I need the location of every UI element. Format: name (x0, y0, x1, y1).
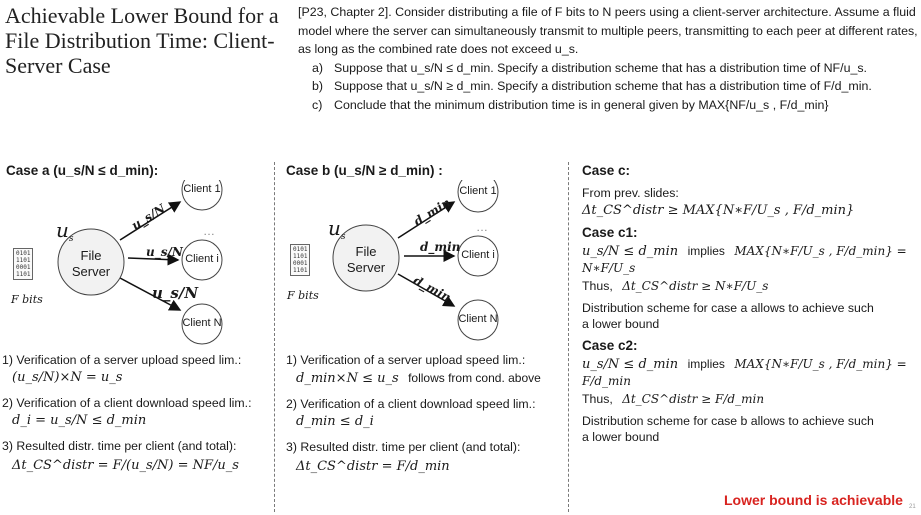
step-formula-row: d_min×N ≤ u_s follows from cond. above (296, 370, 566, 387)
problem-statement: [P23, Chapter 2]. Consider distributing … (298, 3, 918, 114)
case-a-diagram (57, 180, 223, 345)
client-label: Client i (461, 249, 495, 261)
file-bits: 0101 1101 0001 1101 (13, 248, 34, 280)
step-formula: Δt_CS^distr = F/d_min (296, 459, 450, 474)
c2-condition-row: u_s/N ≤ d_min implies MAX{N∗F/U_s , F/d_… (582, 356, 918, 389)
step-note: follows from cond. above (408, 371, 541, 385)
step-formula: (u_s/N)×N = u_s (12, 370, 123, 385)
problem-intro: [P23, Chapter 2]. Consider distributing … (298, 5, 918, 56)
link-arrow (397, 273, 456, 307)
step-text: 3) Resulted distr. time per client (and … (2, 439, 237, 453)
bits-row: 0001 (293, 260, 308, 267)
bits-row: 1101 (293, 267, 308, 274)
case-c1-header: Case c1: (582, 225, 638, 240)
ellipsis: … (203, 224, 215, 238)
c2-thus-formula: Δt_CS^distr ≥ F/d_min (622, 392, 765, 406)
problem-item-text: Conclude that the minimum distribution t… (334, 97, 829, 112)
c2-conclusion: Distribution scheme for case b allows to… (582, 414, 874, 444)
case-b-diagram (332, 180, 499, 341)
bits-row: 0101 (16, 250, 31, 257)
c1-thus-row: Thus, Δt_CS^distr ≥ N∗F/U_s (582, 278, 918, 294)
lower-bound-formula: Δt_CS^distr ≥ MAX{N∗F/U_s , F/d_min} (582, 203, 855, 218)
bits-row: 1101 (293, 253, 308, 260)
step-text: 2) Verification of a client download spe… (2, 396, 252, 410)
c2-max-formula: MAX{N∗F/U_s , F/d_min} = F/d_min (582, 357, 907, 388)
client-label: Client 1 (183, 183, 221, 195)
client-node (457, 235, 499, 277)
slide-title: Achievable Lower Bound for a File Distri… (5, 3, 279, 78)
client-node (457, 180, 499, 213)
bits-row: 0001 (16, 264, 31, 271)
c1-condition-row: u_s/N ≤ d_min implies MAX{N∗F/U_s , F/d_… (582, 243, 918, 276)
link-label: d_min (420, 240, 461, 254)
server-rate-label: us (328, 216, 346, 242)
implies-text: implies (687, 357, 725, 371)
server-label: File Server (71, 248, 111, 279)
client-label: Client i (185, 253, 219, 265)
link-label: u_s/N (152, 284, 199, 302)
from-prev-text: From prev. slides: (582, 186, 679, 200)
case-c-header: Case c: (582, 163, 631, 178)
bits-row: 1101 (16, 257, 31, 264)
client-label: Client N (458, 313, 498, 325)
server-label: File Server (346, 244, 386, 275)
column-divider-2 (568, 162, 569, 512)
implies-text: implies (687, 244, 725, 258)
c1-max-formula: MAX{N∗F/U_s , F/d_min} = N∗F/U_s (582, 244, 907, 275)
column-divider-1 (274, 162, 275, 512)
file-server-node (332, 224, 400, 292)
client-node (181, 303, 223, 345)
problem-item-b: b) Suppose that u_s/N ≥ d_min. Specify a… (312, 77, 918, 96)
step-text: 3) Resulted distr. time per client (and … (286, 440, 521, 454)
step-text: 1) Verification of a server upload speed… (286, 353, 526, 367)
thus-text: Thus, (582, 279, 613, 293)
case-c-panel: Case c: From prev. slides: Δt_CS^distr ≥… (582, 163, 918, 445)
c1-conclusion: Distribution scheme for case a allows to… (582, 301, 874, 331)
server-rate-label: us (56, 218, 74, 244)
problem-item-a: a) Suppose that u_s/N ≤ d_min. Specify a… (312, 59, 918, 78)
achievable-callout: Lower bound is achievable (724, 492, 903, 508)
bits-row: 0101 (293, 246, 308, 253)
c2-condition: u_s/N ≤ d_min (582, 357, 679, 372)
file-bits-label: F bits (11, 293, 43, 306)
c1-thus-formula: Δt_CS^distr ≥ N∗F/U_s (622, 279, 769, 293)
case-b-header: Case b (u_s/N ≥ d_min) : (286, 163, 443, 178)
case-c2-header: Case c2: (582, 338, 638, 353)
problem-item-c: c) Conclude that the minimum distributio… (312, 96, 918, 115)
page-number: 21 (909, 504, 916, 510)
link-arrow (127, 253, 180, 266)
problem-item-label: c) (312, 97, 323, 112)
thus-text: Thus, (582, 392, 613, 406)
step-formula: Δt_CS^distr = F/(u_s/N) = NF/u_s (12, 458, 239, 473)
client-node (181, 180, 223, 211)
problem-item-text: Suppose that u_s/N ≥ d_min. Specify a di… (334, 79, 872, 93)
c1-condition: u_s/N ≤ d_min (582, 244, 679, 259)
link-arrow (119, 201, 182, 241)
problem-item-label: a) (312, 60, 324, 75)
link-arrow (397, 201, 456, 239)
problem-item-text: Suppose that u_s/N ≤ d_min. Specify a di… (334, 60, 867, 75)
client-node (181, 239, 223, 281)
link-label: u_s/N (146, 245, 183, 259)
c2-thus-row: Thus, Δt_CS^distr ≥ F/d_min (582, 391, 918, 407)
client-label: Client 1 (459, 185, 497, 197)
bits-row: 1101 (16, 271, 31, 278)
file-bits-label: F bits (287, 289, 319, 302)
client-label: Client N (182, 317, 222, 329)
file-server-node (57, 228, 125, 296)
step-formula: d_i = u_s/N ≤ d_min (12, 413, 147, 428)
step-text: 1) Verification of a server upload speed… (2, 353, 242, 367)
link-arrow (119, 277, 182, 311)
ellipsis: … (476, 220, 488, 234)
problem-item-label: b) (312, 79, 324, 93)
case-a-header: Case a (u_s/N ≤ d_min): (6, 163, 159, 178)
client-node (457, 299, 499, 341)
case-a-steps: 1) Verification of a server upload speed… (2, 352, 272, 474)
file-bits: 0101 1101 0001 1101 (290, 244, 311, 276)
step-formula: d_min×N ≤ u_s (296, 371, 399, 386)
step-formula: d_min ≤ d_i (296, 414, 374, 429)
step-text: 2) Verification of a client download spe… (286, 397, 536, 411)
case-b-steps: 1) Verification of a server upload speed… (286, 352, 566, 475)
